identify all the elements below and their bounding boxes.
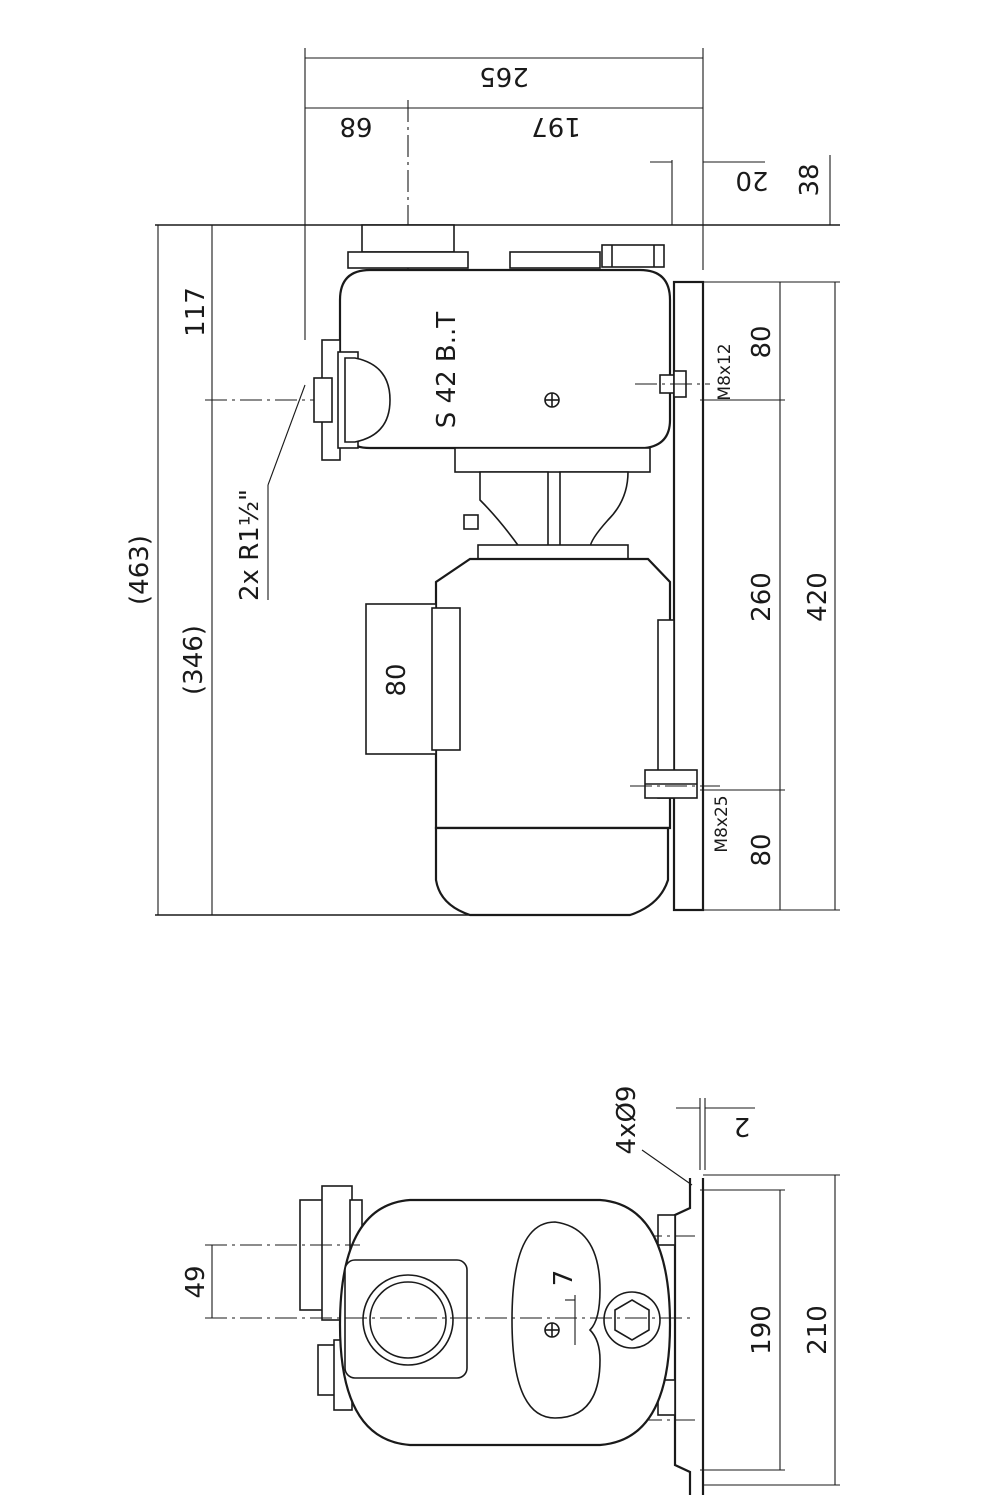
oval-cover xyxy=(511,1221,601,1419)
holes-label: 4xØ9 xyxy=(612,1086,642,1155)
terminal-box xyxy=(365,603,437,755)
dim-overall-height: (463) xyxy=(125,535,155,605)
input-flange xyxy=(347,251,469,269)
dim-left-offset: 68 xyxy=(339,111,372,141)
dim-right-part: 197 xyxy=(531,111,581,141)
top-view: 265 68 197 20 38 (463) (346) 117 S 42 B.… xyxy=(125,48,840,917)
ports-label: 2x R1½" xyxy=(235,489,265,601)
dim-outlet-offset: 117 xyxy=(181,287,211,337)
side-view: 2 4xØ9 7 xyxy=(181,1086,840,1495)
lantern-rib-right xyxy=(559,471,629,549)
dim-flange-thk: 2 xyxy=(734,1111,751,1141)
grease-nipple xyxy=(463,514,479,530)
dim-height-to-outlet: (346) xyxy=(179,625,209,695)
bolt-bottom-label: M8x25 xyxy=(712,795,732,852)
gear-top-cover xyxy=(509,251,601,269)
gear-mount-flange xyxy=(454,447,651,473)
terminal-box-label: 80 xyxy=(382,663,412,696)
terminal-box-lid xyxy=(431,607,461,751)
dim-base-mid: 260 xyxy=(747,572,777,622)
dim-plate-top: 38 xyxy=(795,163,825,196)
dim-total-width: 265 xyxy=(479,61,529,91)
motor-body xyxy=(434,557,672,830)
gear-housing xyxy=(338,268,672,450)
motor-flange xyxy=(477,544,629,560)
input-shaft-cover xyxy=(361,224,455,253)
dim-plate-offset: 20 xyxy=(735,165,768,195)
dim-base-width: 210 xyxy=(803,1305,833,1355)
dim-base-bottom: 80 xyxy=(747,833,777,866)
bolt-bottom xyxy=(630,769,720,799)
inlet-inner-ring xyxy=(369,1281,447,1359)
dim-hole-spacing: 190 xyxy=(747,1305,777,1355)
hex-plug xyxy=(614,1299,650,1341)
dim-shaft-offset: 7 xyxy=(549,1270,579,1287)
dim-port-spacing: 49 xyxy=(181,1265,211,1298)
lantern-rib-left xyxy=(479,471,549,549)
vent-plug xyxy=(601,244,665,268)
bolt-top xyxy=(635,370,710,398)
bolt-top-label: M8x12 xyxy=(715,343,735,400)
ports-leader xyxy=(267,384,306,486)
fan-cover xyxy=(434,826,670,917)
gear-model-label: S 42 B..T xyxy=(432,312,462,428)
side-bracket xyxy=(673,1178,692,1495)
outlet-nut xyxy=(313,377,333,423)
outlet-dome xyxy=(344,357,391,443)
inlet-outer-ring xyxy=(362,1274,454,1366)
dim-base-top: 80 xyxy=(747,325,777,358)
dim-base-total: 420 xyxy=(803,572,833,622)
holes-leader xyxy=(641,1149,693,1186)
